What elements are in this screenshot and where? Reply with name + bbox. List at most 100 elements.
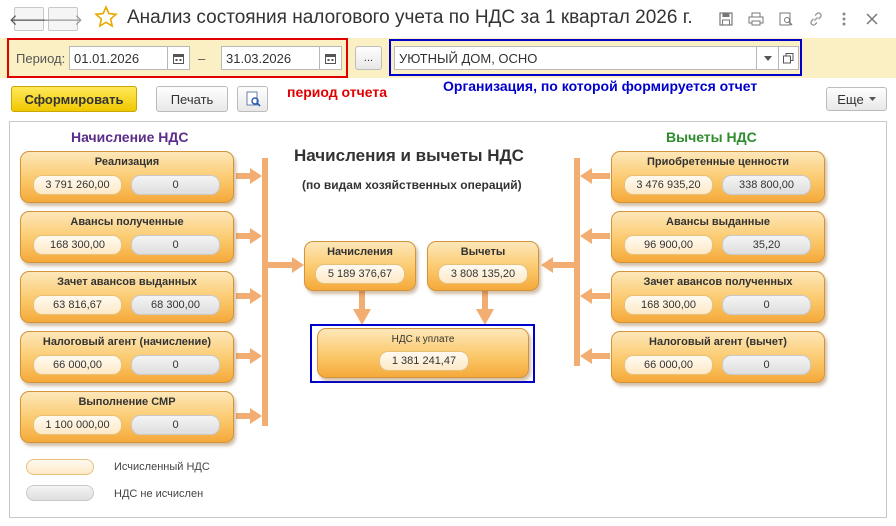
value-not-calculated[interactable]: 0 (131, 355, 220, 375)
card-title: Зачет авансов выданных (57, 276, 197, 288)
organization-dropdown-button[interactable] (757, 46, 779, 70)
card-purchased-values[interactable]: Приобретенные ценности 3 476 935,20 338 … (611, 151, 825, 203)
calendar-icon (173, 53, 184, 64)
period-highlight (7, 38, 348, 78)
close-icon (866, 13, 878, 25)
card-offset-advances-issued[interactable]: Зачет авансов выданных 63 816,67 68 300,… (20, 271, 234, 323)
value-not-calculated[interactable]: 35,20 (722, 235, 811, 255)
card-title: Зачет авансов полученных (643, 276, 793, 288)
date-to-input[interactable]: 31.03.2026 (221, 46, 320, 70)
legend-label-calculated: Исчисленный НДС (114, 461, 210, 473)
card-tax-agent-accrual[interactable]: Налоговый агент (начисление) 66 000,00 0 (20, 331, 234, 383)
value-not-calculated[interactable]: 0 (131, 235, 220, 255)
print-button[interactable]: Печать (156, 86, 228, 112)
value-calculated[interactable]: 3 791 260,00 (33, 175, 122, 195)
open-icon (783, 52, 794, 63)
preview-button[interactable] (776, 9, 796, 29)
organization-annotation: Организация, по которой формируется отче… (443, 78, 758, 94)
period-label: Период: (16, 51, 66, 66)
value-calculated[interactable]: 1 100 000,00 (33, 415, 122, 435)
save-button[interactable] (716, 9, 736, 29)
legend-swatch-calculated (26, 459, 94, 475)
period-annotation: период отчета (287, 84, 387, 100)
value-calculated[interactable]: 63 816,67 (33, 295, 122, 315)
value-not-calculated[interactable]: 0 (131, 175, 220, 195)
document-search-icon (246, 91, 261, 107)
save-icon (719, 12, 733, 26)
arrow-right-icon: 🡒 (42, 11, 84, 29)
card-advances-issued[interactable]: Авансы выданные 96 900,00 35,20 (611, 211, 825, 263)
preview-settings-button[interactable] (237, 86, 268, 112)
value-calculated[interactable]: 3 808 135,20 (438, 264, 528, 284)
card-title: Начисления (327, 246, 393, 258)
link-icon (810, 12, 822, 26)
date-from-input[interactable]: 01.01.2026 (69, 46, 168, 70)
card-advances-received[interactable]: Авансы полученные 168 300,00 0 (20, 211, 234, 263)
card-deductions-total[interactable]: Вычеты 3 808 135,20 (427, 241, 539, 291)
value-not-calculated[interactable]: 338 800,00 (722, 175, 811, 195)
chevron-down-icon (868, 97, 876, 101)
date-to-calendar-button[interactable] (320, 46, 342, 70)
preview-icon (779, 12, 793, 26)
link-button[interactable] (806, 9, 826, 29)
value-calculated[interactable]: 1 381 241,47 (379, 351, 469, 371)
card-title: Выполнение СМР (78, 396, 176, 408)
value-calculated[interactable]: 66 000,00 (33, 355, 122, 375)
right-section-header: Вычеты НДС (666, 129, 757, 145)
card-accruals-total[interactable]: Начисления 5 189 376,67 (304, 241, 416, 291)
card-title: Авансы выданные (666, 216, 770, 228)
value-calculated[interactable]: 168 300,00 (33, 235, 122, 255)
card-title: Приобретенные ценности (647, 156, 789, 168)
card-title: Вычеты (460, 246, 506, 258)
organization-open-button[interactable] (779, 46, 799, 70)
organization-highlight (389, 39, 802, 76)
card-construction-works[interactable]: Выполнение СМР 1 100 000,00 0 (20, 391, 234, 443)
value-calculated[interactable]: 66 000,00 (624, 355, 713, 375)
favorite-button[interactable] (94, 5, 118, 31)
card-title: НДС к уплате (391, 334, 455, 345)
value-not-calculated[interactable]: 0 (722, 295, 811, 315)
vertical-dots-icon (842, 12, 846, 26)
card-offset-advances-received[interactable]: Зачет авансов полученных 168 300,00 0 (611, 271, 825, 323)
value-not-calculated[interactable]: 68 300,00 (131, 295, 220, 315)
value-calculated[interactable]: 5 189 376,67 (315, 264, 405, 284)
back-button[interactable]: 🡐 (9, 7, 49, 31)
print-icon-button[interactable] (746, 9, 766, 29)
close-button[interactable] (862, 9, 882, 29)
arrow-left-icon: 🡐 (8, 11, 50, 29)
card-sales[interactable]: Реализация 3 791 260,00 0 (20, 151, 234, 203)
payable-highlight (310, 324, 535, 383)
card-title: Налоговый агент (вычет) (649, 336, 787, 348)
more-button-label: Еще (837, 91, 864, 107)
page-title: Анализ состояния налогового учета по НДС… (127, 7, 693, 28)
report-panel (9, 121, 887, 518)
diagram-title: Начисления и вычеты НДС (294, 146, 524, 165)
card-title: Налоговый агент (начисление) (42, 336, 212, 348)
card-title: Авансы полученные (70, 216, 184, 228)
diagram-subtitle: (по видам хозяйственных операций) (302, 178, 522, 192)
generate-button[interactable]: Сформировать (11, 86, 137, 112)
value-not-calculated[interactable]: 0 (722, 355, 811, 375)
period-select-button[interactable]: ... (355, 46, 382, 70)
right-bus (574, 158, 580, 366)
left-bus (262, 158, 268, 426)
card-tax-agent-deduction[interactable]: Налоговый агент (вычет) 66 000,00 0 (611, 331, 825, 383)
value-calculated[interactable]: 168 300,00 (624, 295, 713, 315)
legend-label-not-calculated: НДС не исчислен (114, 488, 204, 500)
value-not-calculated[interactable]: 0 (131, 415, 220, 435)
card-vat-payable[interactable]: НДС к уплате 1 381 241,47 (317, 328, 529, 378)
value-calculated[interactable]: 96 900,00 (624, 235, 713, 255)
organization-input[interactable]: УЮТНЫЙ ДОМ, ОСНО (394, 46, 757, 70)
forward-button[interactable]: 🡒 (43, 7, 83, 31)
left-section-header: Начисление НДС (71, 129, 189, 145)
more-button[interactable]: Еще (826, 87, 887, 111)
printer-icon (748, 12, 764, 26)
legend-swatch-not-calculated (26, 485, 94, 501)
calendar-icon (325, 53, 336, 64)
chevron-down-icon (763, 55, 772, 61)
value-calculated[interactable]: 3 476 935,20 (624, 175, 713, 195)
star-icon (94, 5, 118, 28)
date-from-calendar-button[interactable] (168, 46, 190, 70)
more-menu-button[interactable] (834, 9, 854, 29)
